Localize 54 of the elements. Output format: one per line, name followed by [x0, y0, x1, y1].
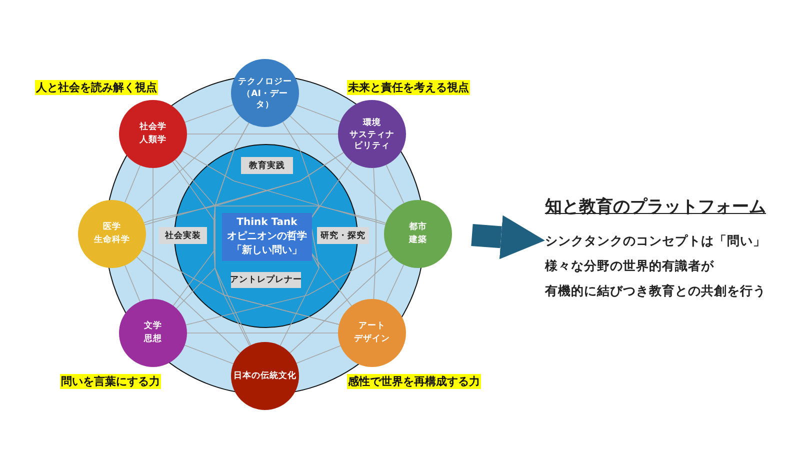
- connector-line: [186, 332, 338, 334]
- center-text: オピニオンの哲学: [227, 230, 307, 244]
- connector-line: [386, 164, 404, 204]
- circle-label: 人類学: [140, 134, 166, 147]
- connector-line: [296, 104, 341, 122]
- highlighted-note: 感性で世界を再構成する力: [347, 374, 481, 389]
- circle-label: （AI・データ）: [241, 88, 289, 110]
- circle-label: 都市: [409, 221, 427, 234]
- body-text: シンクタンクのコンセプトは「問い」: [545, 232, 767, 250]
- circle-label: デザイン: [354, 333, 390, 346]
- circle-label: 文学: [144, 320, 162, 333]
- circle-label: テクノロジー: [238, 76, 292, 88]
- circle-label: 建築: [409, 234, 427, 247]
- connector-line: [186, 250, 389, 326]
- connector-line: [184, 104, 234, 123]
- body-text: 有機的に結びつき教育との共創を行う: [545, 282, 767, 300]
- connector-line: [176, 152, 344, 309]
- connector-line: [296, 345, 341, 364]
- connector-line: [124, 265, 140, 302]
- theme-tag: 教育実践: [241, 157, 293, 174]
- highlighted-note: 問いを言葉にする力: [60, 374, 161, 389]
- circle-label: サスティナビリティ: [348, 130, 396, 152]
- theme-tag: 研究・探究: [317, 227, 369, 244]
- highlighted-note: 人と社会を読み解く視点: [35, 80, 158, 95]
- connector-line: [136, 256, 240, 354]
- center-text: 「新しい問い」: [232, 244, 302, 258]
- circle-label: 思想: [144, 333, 162, 346]
- block-arrow: [471, 215, 545, 260]
- connector-line: [386, 264, 404, 303]
- circle-label: 生命科学: [94, 234, 130, 247]
- connector-line: [124, 165, 140, 203]
- theme-tag: 社会実装: [159, 227, 207, 244]
- connector-line: [182, 150, 386, 225]
- connector-line: [144, 206, 386, 224]
- circle-label: 社会学: [140, 121, 166, 134]
- connector-line: [214, 122, 250, 346]
- topic-circle: [231, 59, 299, 127]
- connector-line: [373, 168, 376, 300]
- connector-line: [136, 116, 240, 212]
- circle-label: 環境: [363, 116, 381, 130]
- center-text: Think Tank: [236, 216, 298, 230]
- connector-line: [290, 256, 394, 354]
- heading: 知と教育のプラットフォーム: [545, 196, 766, 218]
- connector-line: [142, 250, 340, 325]
- body-text: 様々な分野の世界的有識者が: [545, 257, 715, 275]
- circle-label: 医学: [103, 221, 121, 234]
- connector-line: [184, 344, 234, 364]
- connector-line: [172, 161, 252, 346]
- circle-label: アート: [358, 320, 386, 333]
- circle-label: 日本の伝統文化: [234, 370, 296, 382]
- connector-line: [152, 168, 154, 300]
- center-box: [222, 213, 312, 261]
- highlighted-note: 未来と責任を考える視点: [347, 80, 470, 95]
- connector-line: [290, 116, 394, 212]
